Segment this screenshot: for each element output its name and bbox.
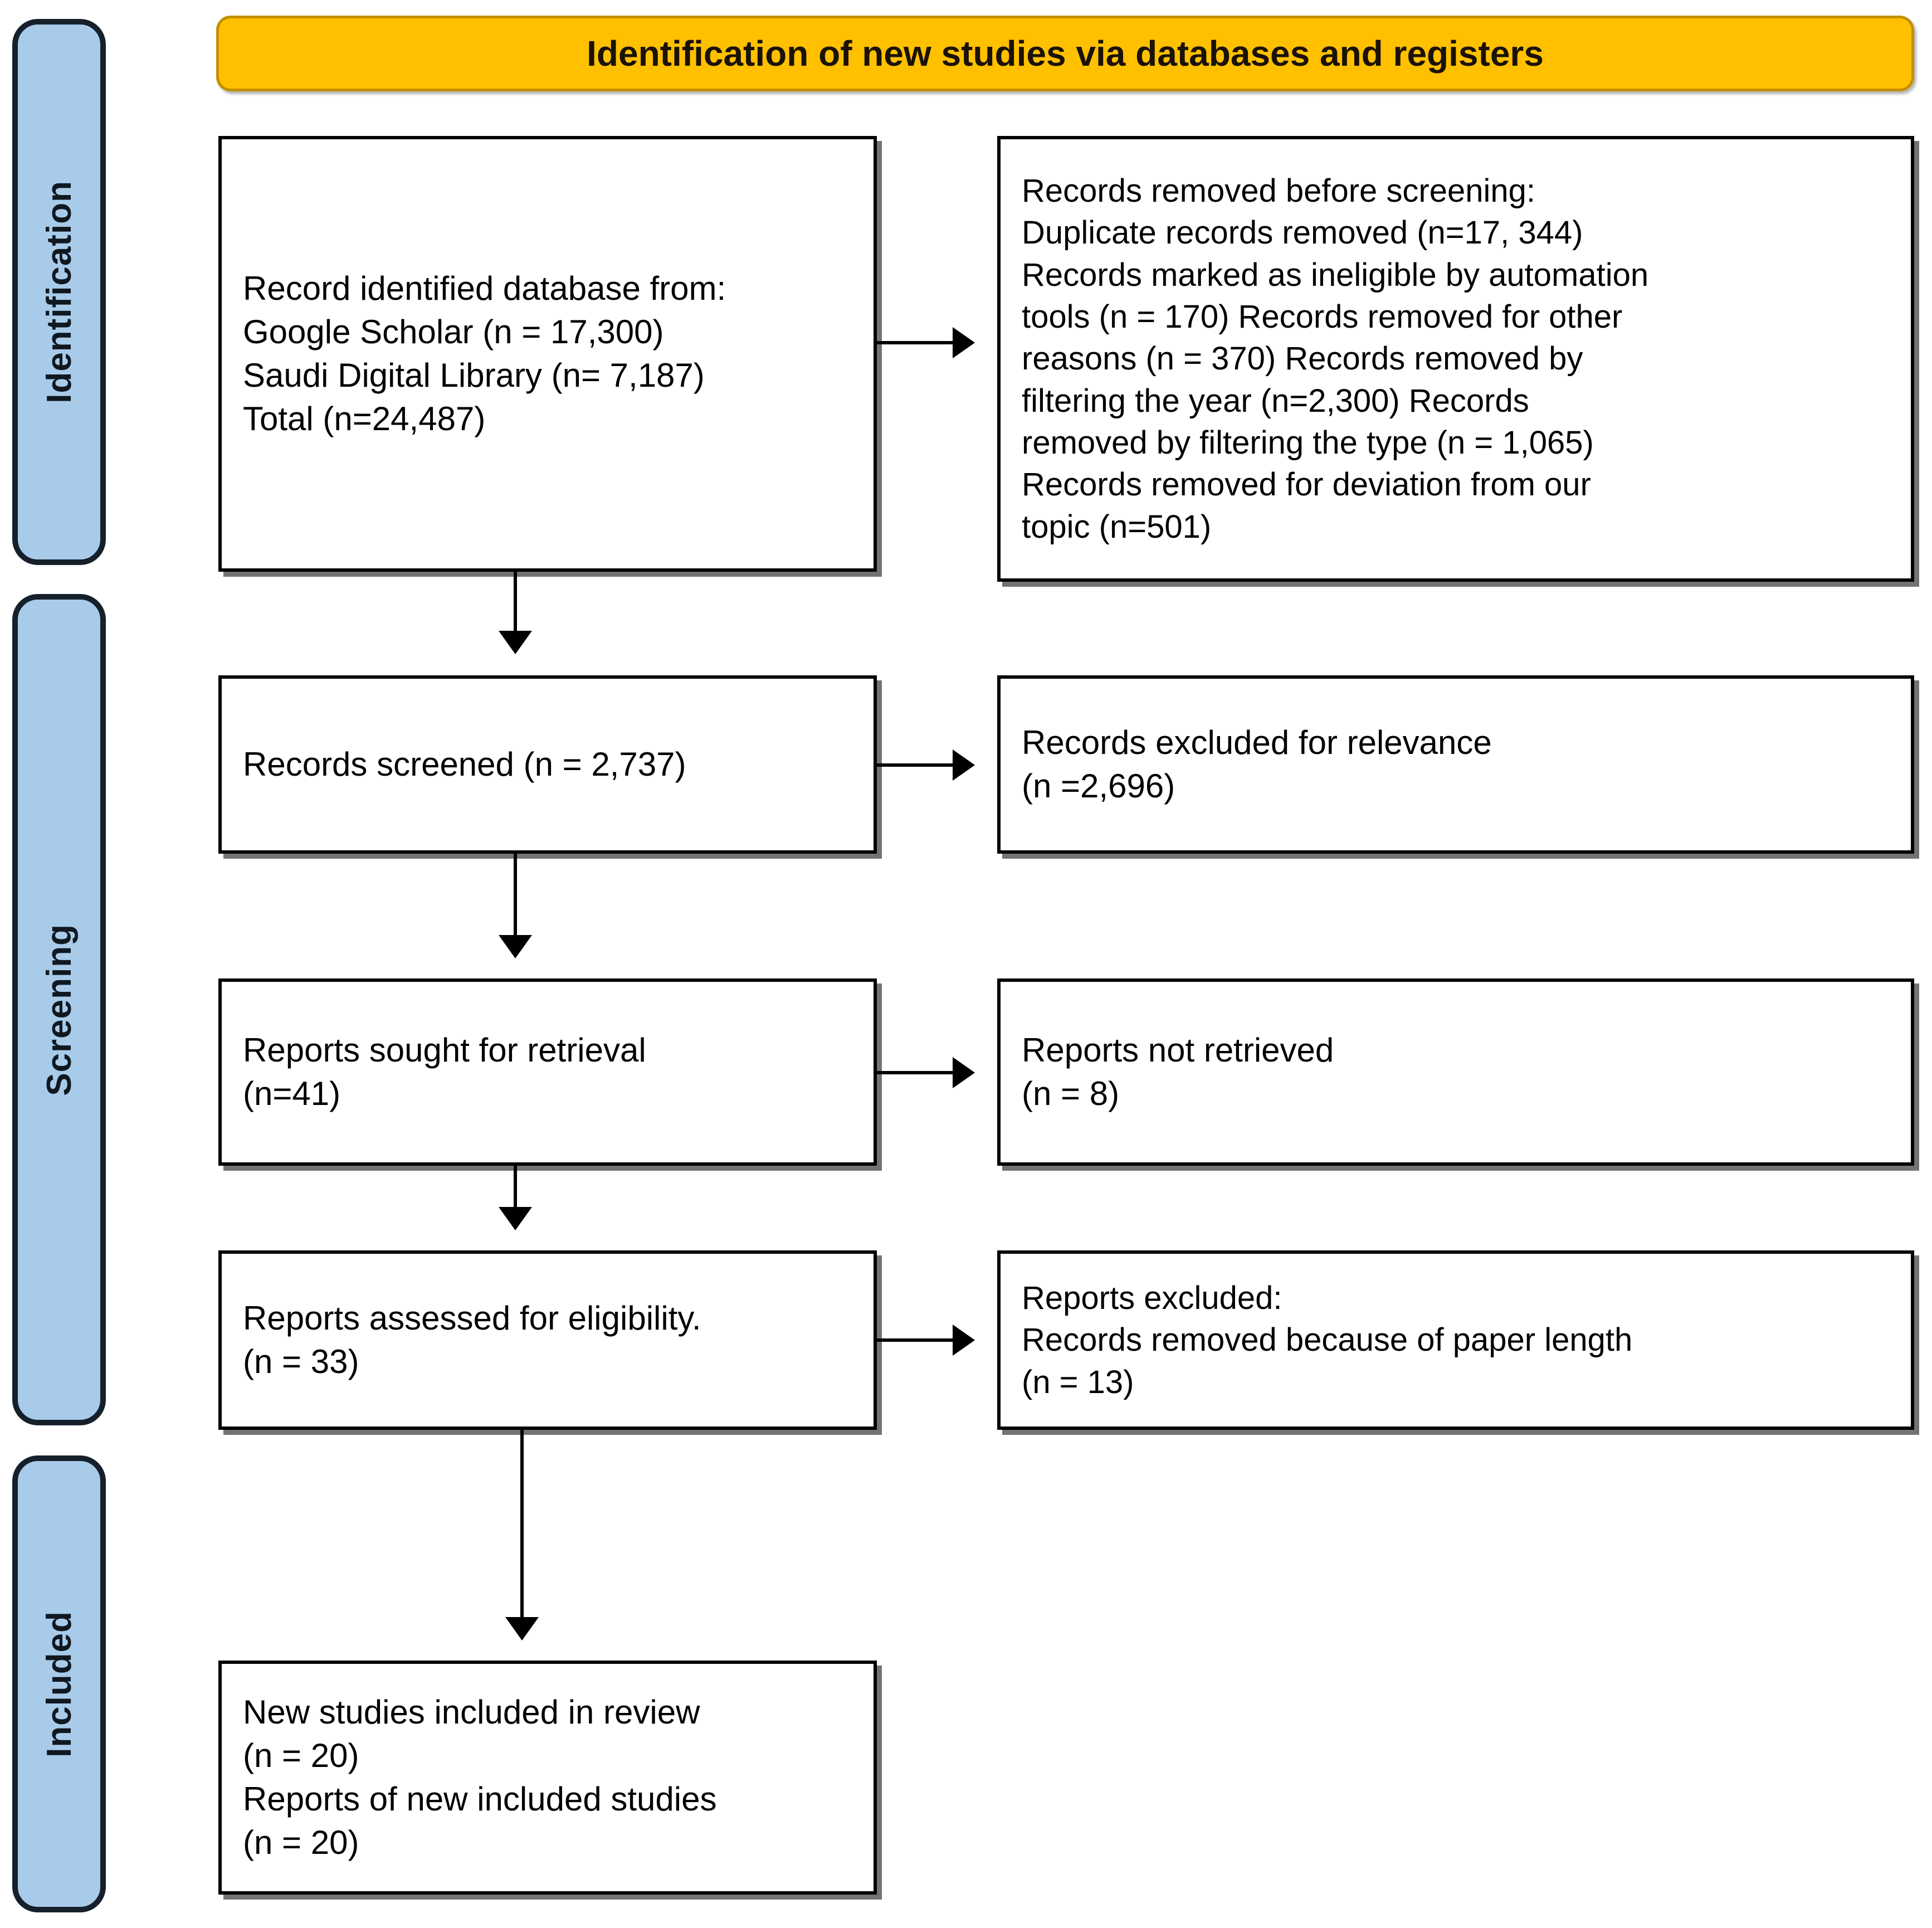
arrow-screened-to-excluded: [877, 763, 973, 767]
box-line: (n = 33): [243, 1343, 359, 1380]
box-line: Records excluded for relevance: [1022, 724, 1492, 761]
box-line: (n = 20): [243, 1824, 359, 1861]
box-reports-excluded: Reports excluded: Records removed becaus…: [997, 1250, 1914, 1430]
box-records-identified: Record identified database from: Google …: [218, 136, 877, 572]
box-line: reasons (n = 370) Records removed by: [1022, 340, 1583, 377]
box-records-removed-before-screening: Records removed before screening: Duplic…: [997, 136, 1914, 582]
arrow-identified-to-screened: [514, 572, 517, 651]
box-reports-sought-for-retrieval: Reports sought for retrieval (n=41): [218, 978, 877, 1166]
box-line: Reports not retrieved: [1022, 1031, 1334, 1069]
box-line: removed by filtering the type (n = 1,065…: [1022, 425, 1594, 461]
box-records-screened: Records screened (n = 2,737): [218, 675, 877, 854]
header-banner-title: Identification of new studies via databa…: [587, 33, 1544, 74]
box-line: Records marked as ineligible by automati…: [1022, 256, 1649, 293]
box-line: Reports sought for retrieval: [243, 1031, 646, 1069]
box-line: (n=41): [243, 1075, 341, 1112]
box-line: Records screened (n = 2,737): [243, 746, 686, 783]
arrow-sought-to-not-retrieved: [877, 1071, 973, 1074]
arrow-eligibility-to-included: [520, 1430, 524, 1637]
box-line: Records removed because of paper length: [1022, 1322, 1633, 1359]
box-line: Saudi Digital Library (n= 7,187): [243, 357, 705, 394]
arrow-screened-to-sought: [514, 854, 517, 955]
box-line: Total (n=24,487): [243, 400, 486, 437]
box-line: Record identified database from:: [243, 270, 726, 307]
stage-tab-screening-label: Screening: [40, 923, 79, 1096]
box-line: (n = 13): [1022, 1364, 1134, 1400]
arrow-sought-to-eligibility: [514, 1166, 517, 1227]
box-records-excluded-for-relevance: Records excluded for relevance (n =2,696…: [997, 675, 1914, 854]
stage-tab-identification-label: Identification: [40, 181, 79, 403]
box-line: Reports excluded:: [1022, 1279, 1282, 1316]
box-line: (n = 20): [243, 1737, 359, 1774]
box-reports-assessed-for-eligibility: Reports assessed for eligibility. (n = 3…: [218, 1250, 877, 1430]
box-line: Records removed for deviation from our: [1022, 466, 1591, 503]
header-banner: Identification of new studies via databa…: [216, 16, 1914, 91]
box-reports-not-retrieved: Reports not retrieved (n = 8): [997, 978, 1914, 1166]
box-line: New studies included in review: [243, 1693, 700, 1731]
box-line: Google Scholar (n = 17,300): [243, 313, 664, 350]
box-line: Records removed before screening:: [1022, 172, 1536, 209]
box-line: Reports of new included studies: [243, 1780, 717, 1818]
box-line: Reports assessed for eligibility.: [243, 1299, 701, 1337]
arrow-identified-to-removed: [877, 341, 973, 344]
stage-tab-identification: Identification: [12, 19, 106, 565]
stage-tab-screening: Screening: [12, 594, 106, 1425]
box-line: tools (n = 170) Records removed for othe…: [1022, 298, 1623, 335]
box-line: (n = 8): [1022, 1075, 1120, 1112]
box-line: (n =2,696): [1022, 767, 1175, 805]
box-line: filtering the year (n=2,300) Records: [1022, 382, 1529, 419]
stage-tab-included: Included: [12, 1455, 106, 1912]
box-line: topic (n=501): [1022, 508, 1212, 545]
box-new-studies-included: New studies included in review (n = 20) …: [218, 1661, 877, 1895]
stage-tab-included-label: Included: [40, 1610, 79, 1757]
arrow-eligibility-to-reports-excluded: [877, 1338, 973, 1342]
box-line: Duplicate records removed (n=17, 344): [1022, 215, 1583, 251]
